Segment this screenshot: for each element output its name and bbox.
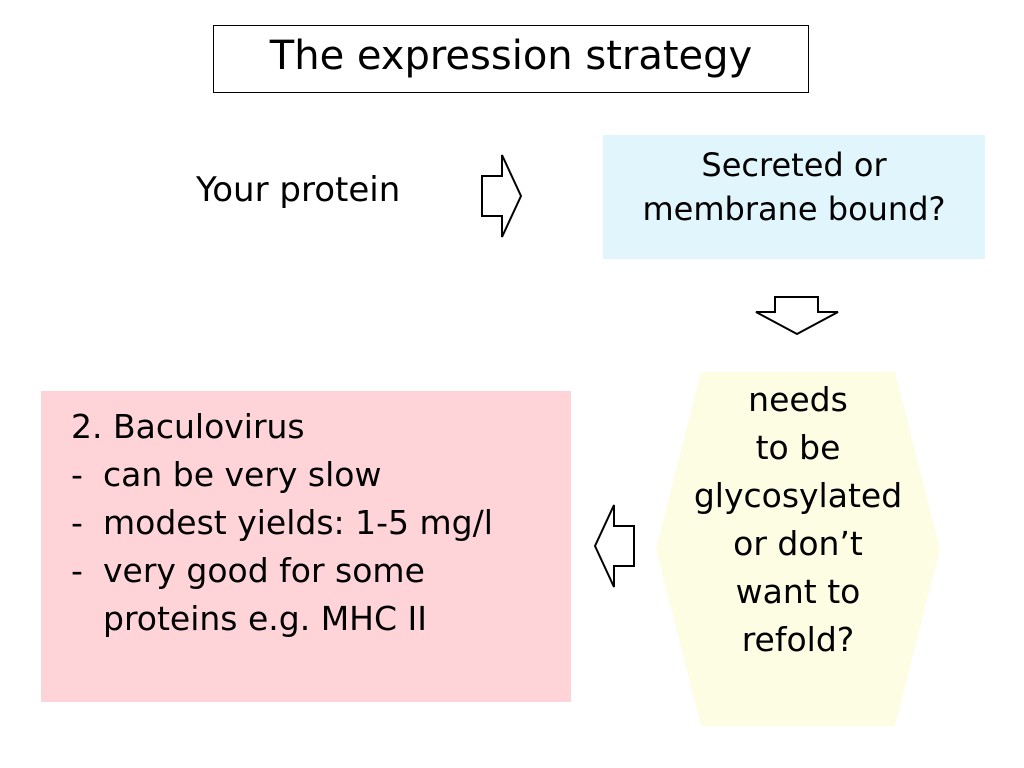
bullet-text: very good for some bbox=[103, 551, 425, 590]
node-label-line: refold? bbox=[741, 620, 855, 659]
node-label-line: want to bbox=[735, 572, 861, 611]
arrow-down-icon bbox=[755, 296, 839, 336]
node-label-line: glycosylated bbox=[693, 476, 903, 515]
node-label-line: or don’t bbox=[733, 524, 863, 563]
title-box: The expression strategy bbox=[213, 25, 809, 93]
baculovirus-result-node: 2. Baculovirus - can be very slow - mode… bbox=[41, 391, 571, 702]
bullet-text: modest yields: 1-5 mg/l bbox=[103, 503, 493, 542]
start-node-label: Your protein bbox=[196, 170, 401, 210]
bullet-text: can be very slow bbox=[103, 455, 382, 494]
bullet-marker: - bbox=[71, 455, 83, 494]
bullet-text: proteins e.g. MHC II bbox=[103, 599, 427, 638]
node-label-line: Secreted or bbox=[701, 146, 887, 184]
node-label-line: needs bbox=[748, 380, 848, 419]
node-label-line: to be bbox=[755, 428, 841, 467]
node-label-line: membrane bound? bbox=[642, 190, 946, 228]
secreted-or-membrane-node: Secreted or membrane bound? bbox=[603, 135, 985, 259]
glycosylation-node: needs to be glycosylated or don’t want t… bbox=[656, 376, 940, 664]
glycosylation-node-shape bbox=[656, 372, 940, 726]
arrow-right-icon bbox=[481, 154, 523, 238]
bullet-marker: - bbox=[71, 551, 83, 590]
slide-title: The expression strategy bbox=[269, 33, 753, 79]
result-heading: 2. Baculovirus bbox=[71, 407, 305, 446]
arrow-left-icon bbox=[593, 504, 635, 588]
bullet-marker: - bbox=[71, 503, 83, 542]
